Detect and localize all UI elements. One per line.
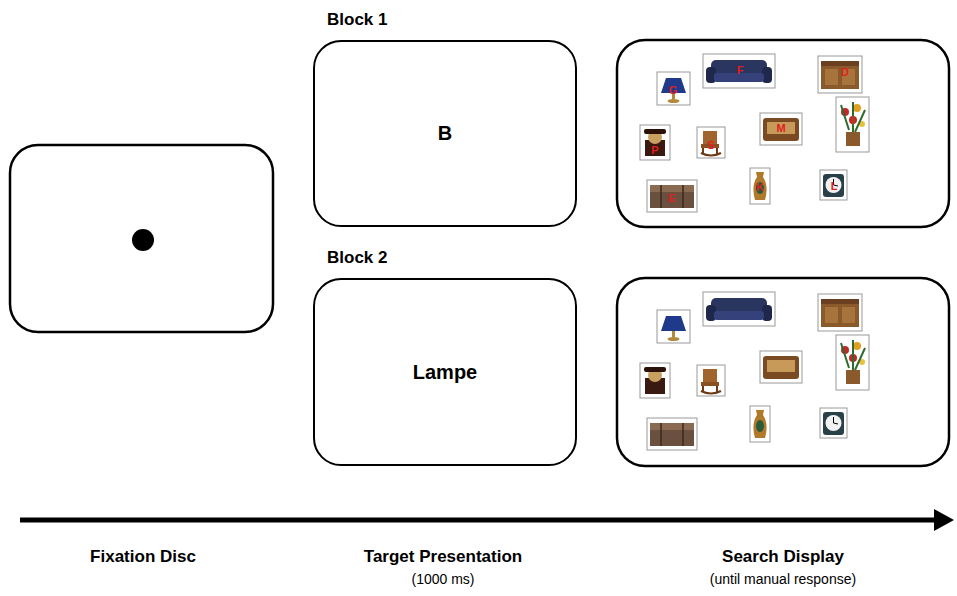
phase-label: Search Display (722, 548, 844, 567)
item-letter: G (669, 84, 678, 96)
target-screen: Block 2Lampe (313, 278, 577, 466)
target-cue: Lampe (413, 361, 477, 384)
search-display (617, 40, 949, 227)
item-letter: D (841, 66, 849, 78)
target-screen: Block 1B (313, 40, 577, 227)
item-letter: F (737, 64, 744, 76)
item-letter: L (831, 180, 838, 192)
phase-label: Fixation Disc (90, 548, 196, 567)
item-letter: E (668, 192, 675, 204)
search-display (617, 278, 949, 466)
target-cue: B (438, 122, 452, 145)
search-objects (640, 54, 869, 212)
item-letter: P (651, 144, 658, 156)
time-arrowhead (934, 509, 954, 531)
item-letter: S (707, 139, 714, 151)
fixation-screen (10, 145, 273, 332)
block-heading: Block 2 (327, 248, 387, 268)
phase-duration: (until manual response) (710, 572, 856, 587)
item-letter: K (756, 181, 764, 193)
phase-duration: (1000 ms) (411, 572, 474, 587)
search-objects (640, 292, 869, 450)
fixation-disc (132, 229, 154, 251)
item-letter: M (776, 122, 785, 134)
phase-label: Target Presentation (364, 548, 522, 567)
item-letter: I (850, 114, 853, 126)
block-heading: Block 1 (327, 10, 387, 30)
time-axis (20, 518, 936, 523)
